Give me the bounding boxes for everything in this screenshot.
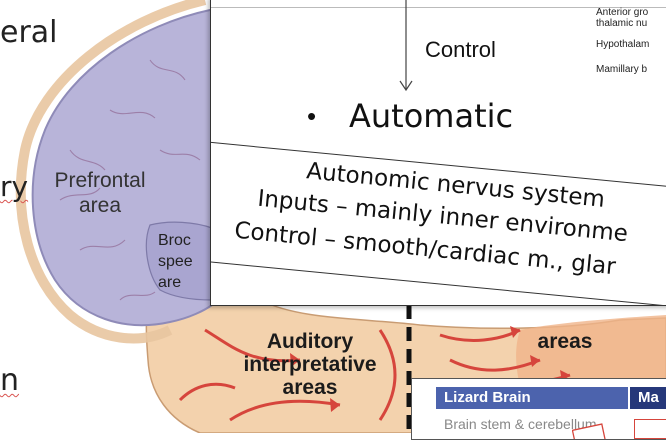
left-word-n: n	[0, 366, 19, 396]
areas-label-fragment: areas	[525, 330, 605, 353]
down-arrow-icon	[391, 0, 421, 97]
rotated-text-box: Autonomic nervus system Inputs – mainly …	[210, 140, 666, 306]
hypo-item: Mamillary b	[596, 64, 649, 75]
brain-table-fragment: Lizard Brain Ma Brain stem & cerebellum	[411, 378, 666, 440]
table-header-lizard-brain: Lizard Brain	[436, 387, 628, 409]
broca-speech-area-label: Broc spee are	[158, 230, 218, 293]
automatic-heading: Automatic	[349, 97, 513, 135]
left-word-ry: ry	[0, 172, 28, 202]
table-header-second: Ma	[630, 387, 666, 409]
auditory-interpretative-areas-label: Auditory interpretative areas	[220, 330, 400, 399]
hypo-item: Anterior gro	[596, 7, 649, 18]
table-cell-second-red	[634, 419, 666, 439]
bullet-icon: •	[307, 101, 316, 132]
control-label: Control	[425, 37, 496, 63]
left-word-eral: eral	[0, 18, 58, 48]
hypothalamus-list: Anterior gro thalamic nu Hypothalam Mami…	[596, 7, 649, 75]
hypo-item: Hypothalam	[596, 39, 649, 50]
slide-panel: Control Anterior gro thalamic nu Hypotha…	[210, 0, 666, 306]
hypo-item: thalamic nu	[596, 18, 649, 29]
prefrontal-area-label: Prefrontal area	[40, 168, 160, 218]
